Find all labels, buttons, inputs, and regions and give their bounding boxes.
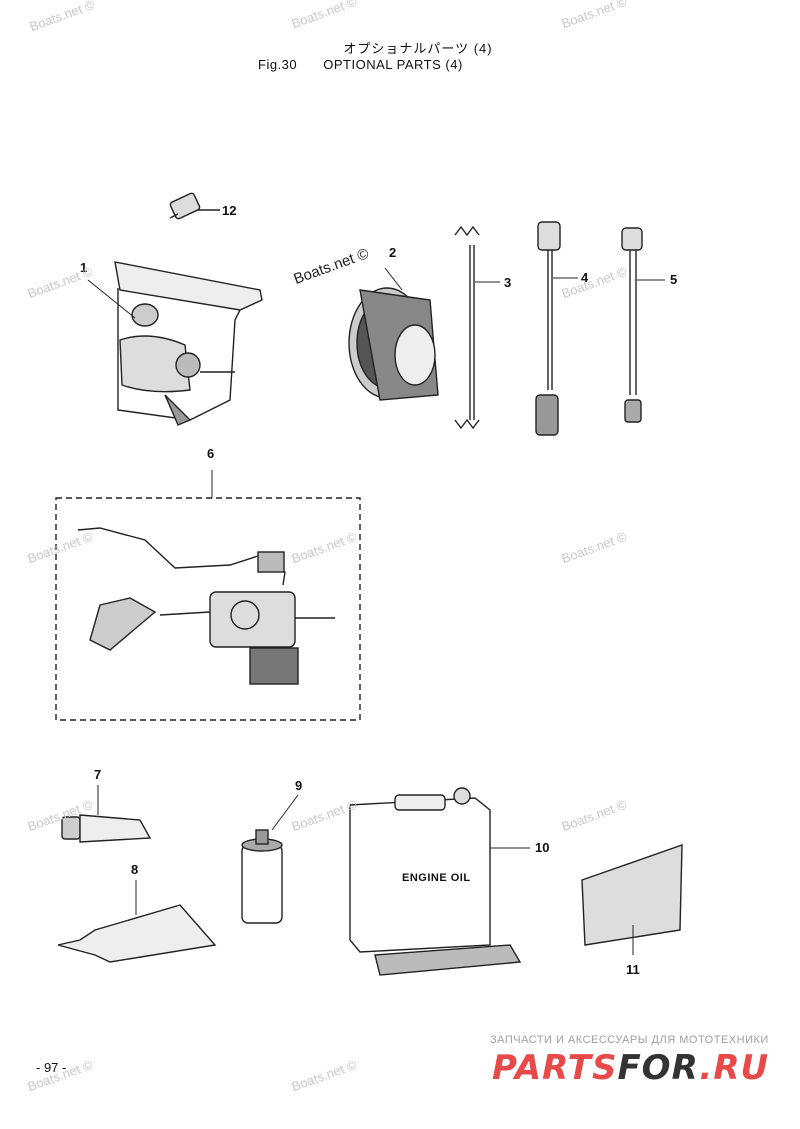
- part-6-fuel-assembly: [55, 470, 361, 721]
- part-11-envelope: [581, 844, 683, 955]
- callout-12: 12: [222, 203, 237, 218]
- promo-logo-part2: FOR: [617, 1048, 700, 1088]
- part-5-harness: [621, 227, 665, 423]
- callout-8: 8: [131, 862, 139, 877]
- promo-tagline: ЗАПЧАСТИ И АКСЕССУАРЫ ДЛЯ МОТОТЕХНИКИ: [490, 1034, 769, 1046]
- page-number: - 97 -: [36, 1060, 67, 1075]
- part-12-fitting: [169, 192, 220, 220]
- engine-oil-label: ENGINE OIL: [402, 872, 471, 884]
- part-7-small-tube: [61, 785, 152, 843]
- promo-logo-part3: .RU: [699, 1048, 770, 1088]
- part-2-coupling: [348, 267, 439, 401]
- callout-11: 11: [626, 962, 640, 977]
- callout-5: 5: [670, 272, 678, 287]
- callout-9: 9: [295, 778, 303, 793]
- part-9-spray-can: [241, 794, 299, 924]
- promo-logo[interactable]: PARTSFOR.RU: [492, 1048, 769, 1088]
- part-4-harness: [535, 221, 578, 436]
- callout-4: 4: [581, 270, 589, 285]
- callout-7: 7: [94, 767, 102, 782]
- part-10-oil-jug: [349, 787, 530, 976]
- callout-6: 6: [207, 446, 215, 461]
- promo-logo-part1: PARTS: [492, 1048, 618, 1088]
- part-8-large-tube: [57, 880, 217, 963]
- callout-2: 2: [389, 245, 397, 260]
- figure-title-row: Fig.30 OPTIONAL PARTS (4): [258, 57, 463, 72]
- callout-10: 10: [535, 840, 550, 855]
- page-title: OPTIONAL PARTS (4): [323, 57, 463, 72]
- callout-3: 3: [504, 275, 512, 290]
- page-title-japanese: オプショナルパーツ (4): [343, 41, 493, 56]
- figure-label: Fig.30: [258, 57, 298, 72]
- part-1-lower-unit: [87, 261, 263, 426]
- part-3-harness: [454, 225, 500, 430]
- callout-1: 1: [80, 260, 88, 275]
